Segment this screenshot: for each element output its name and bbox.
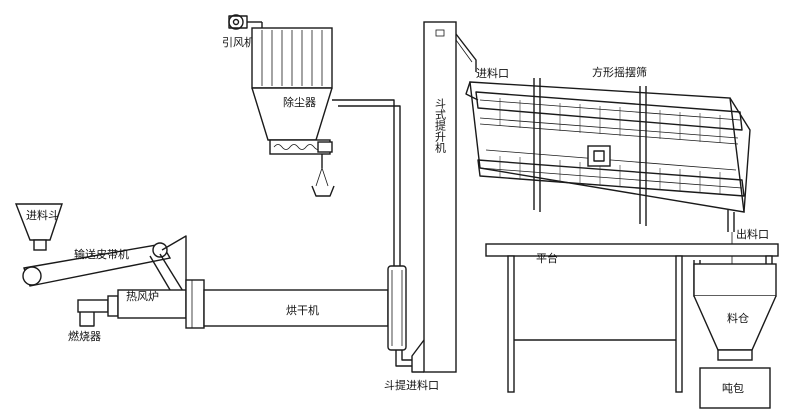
bin: [693, 260, 777, 361]
burner: [77, 295, 119, 327]
dryer: [203, 265, 412, 367]
dust-collector-label: 除尘器: [283, 95, 316, 109]
belt-conveyor-label: 输送皮带机: [74, 247, 129, 261]
platform-label: 平台: [536, 251, 558, 265]
dust-collector: [251, 27, 335, 197]
bucket-elevator: [411, 21, 477, 373]
hot-air-furnace-label: 热风炉: [126, 290, 159, 303]
elevator-feed-inlet-label: 斗提进料口: [384, 378, 439, 392]
burner-label: 燃烧器: [68, 329, 101, 343]
ton-bag: [699, 367, 771, 409]
square-swing-screen: [465, 78, 751, 296]
feed-hopper: [14, 203, 63, 251]
feed-inlet-label: 进料口: [476, 66, 509, 80]
square-swing-screen-label: 方形摇摆筛: [592, 65, 647, 79]
feed-hopper-label: 进料斗: [26, 208, 59, 222]
bucket-elevator-label: 斗式提升机: [434, 98, 447, 153]
hot-air-furnace: [117, 279, 205, 329]
induced-fan: [228, 14, 262, 30]
discharge-outlet-label: 出料口: [736, 227, 769, 241]
ton-bag-label: 吨包: [722, 382, 744, 395]
induced-fan-label: 引风机: [222, 35, 255, 49]
dryer-label: 烘干机: [286, 303, 319, 317]
belt-conveyor: [22, 235, 187, 301]
bin-label: 料仓: [727, 311, 749, 325]
platform: [485, 243, 779, 393]
